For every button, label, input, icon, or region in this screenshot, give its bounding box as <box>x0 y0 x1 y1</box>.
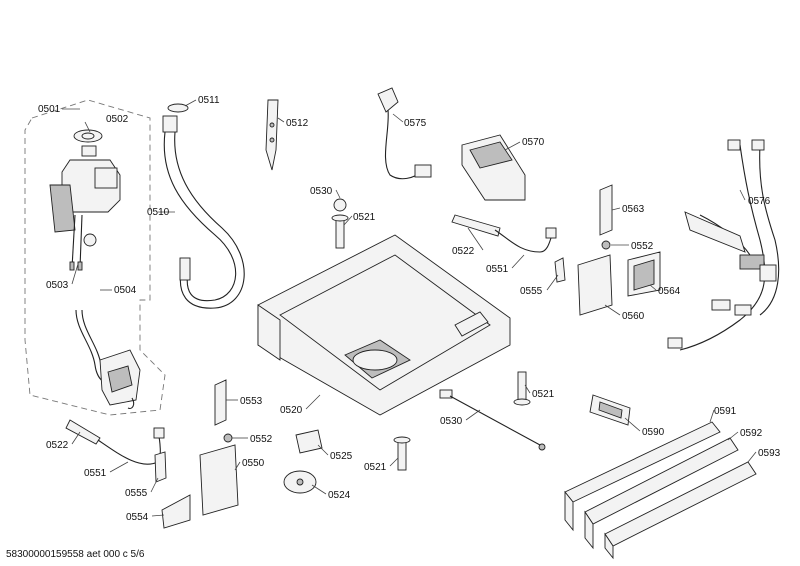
callout-0502: 0502 <box>106 114 129 125</box>
callout-0575: 0575 <box>404 118 427 129</box>
bracket-and-sensor-top <box>451 214 557 253</box>
screw-set-top <box>331 198 349 249</box>
inlet-valve-assembly <box>49 129 121 271</box>
callout-0501: 0501 <box>38 104 61 115</box>
screw-mid <box>513 371 531 406</box>
front-strip-clip <box>589 394 631 426</box>
callout-0511: 0511 <box>198 95 220 106</box>
sensor-cable <box>439 389 546 451</box>
aquastop-valve <box>99 349 141 409</box>
callout-0504: 0504 <box>114 285 137 296</box>
assembly-group-outline <box>24 99 166 416</box>
bottom-left-parts <box>65 419 191 529</box>
wiring-harness <box>667 139 780 351</box>
lower-bracket-group <box>199 379 239 516</box>
callout-0521-mid: 0521 <box>532 389 555 400</box>
callout-0554: 0554 <box>126 512 149 523</box>
callout-0503: 0503 <box>46 280 69 291</box>
callout-0552-low: 0552 <box>250 434 273 445</box>
leader-lines <box>62 99 757 517</box>
callout-0591: 0591 <box>714 406 737 417</box>
callout-0563: 0563 <box>622 204 645 215</box>
kickplate-set <box>564 421 757 560</box>
callout-labels: 0501 0502 0503 0504 0510 0511 0512 0575 … <box>38 95 781 523</box>
rail-part <box>265 99 279 171</box>
drain-hose <box>162 103 245 309</box>
callout-0576: 0576 <box>748 196 771 207</box>
callout-0555-low: 0555 <box>125 488 148 499</box>
callout-0550: 0550 <box>242 458 265 469</box>
callout-0592: 0592 <box>740 428 763 439</box>
screw-lower <box>393 436 411 471</box>
callout-0593: 0593 <box>758 448 781 459</box>
float-and-disc <box>283 429 323 494</box>
callout-0552-top: 0552 <box>631 241 654 252</box>
document-reference: 58300000159558 aet 000 c 5/6 <box>6 549 145 560</box>
callout-0522-low: 0522 <box>46 440 69 451</box>
callout-0530-top: 0530 <box>310 186 333 197</box>
callout-0520: 0520 <box>280 405 303 416</box>
right-bracket-group <box>554 184 661 316</box>
power-cable <box>377 87 432 180</box>
callout-0530-mid: 0530 <box>440 416 463 427</box>
callout-0510: 0510 <box>147 207 170 218</box>
callout-0551-low: 0551 <box>84 468 107 479</box>
callout-0521-top: 0521 <box>353 212 376 223</box>
callout-0525: 0525 <box>330 451 353 462</box>
base-frame <box>257 234 511 416</box>
callout-0551-top: 0551 <box>486 264 509 275</box>
callout-0553: 0553 <box>240 396 263 407</box>
callout-0512: 0512 <box>286 118 309 129</box>
callout-0564: 0564 <box>658 286 681 297</box>
callout-0570: 0570 <box>522 137 545 148</box>
callout-0590: 0590 <box>642 427 665 438</box>
callout-0521-low: 0521 <box>364 462 387 473</box>
control-module <box>461 134 526 201</box>
callout-0555-top: 0555 <box>520 286 543 297</box>
callout-0560: 0560 <box>622 311 645 322</box>
callout-0524: 0524 <box>328 490 351 501</box>
callout-0522-top: 0522 <box>452 246 475 257</box>
